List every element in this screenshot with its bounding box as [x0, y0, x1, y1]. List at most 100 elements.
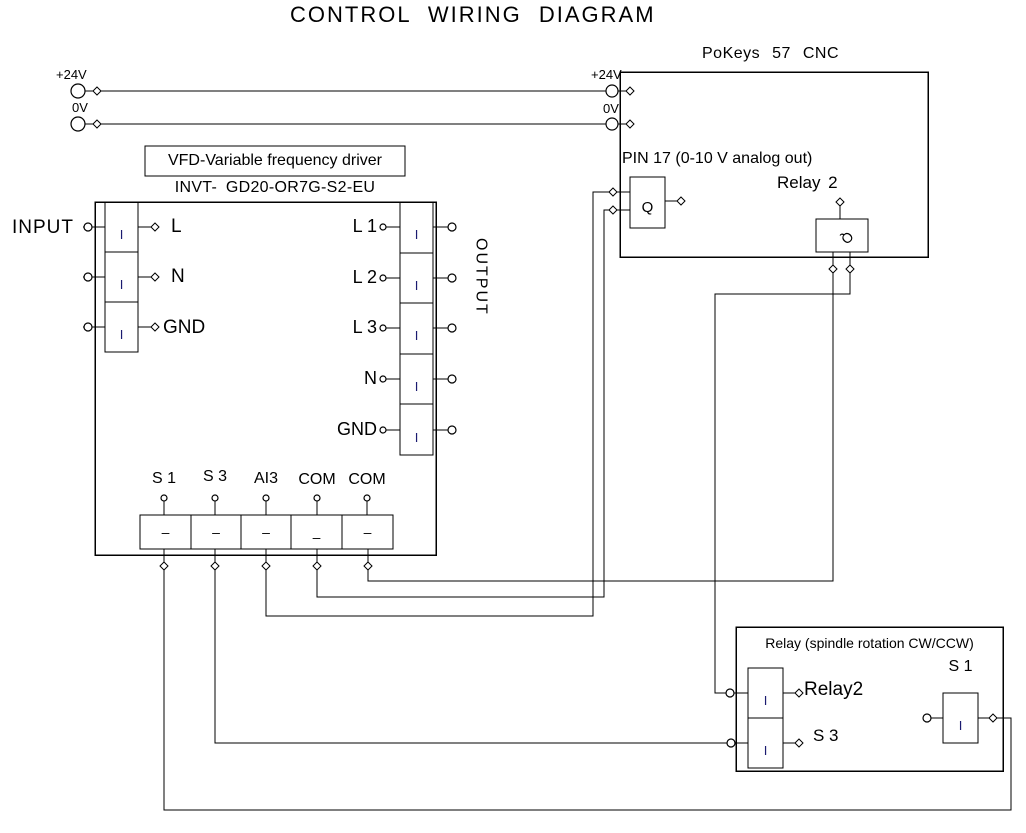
output-l3-left-terminal	[379, 324, 387, 332]
wire-ai3-to-pin17	[265, 191, 630, 617]
vfd-boxed-title: VFD-Variable frequency driver	[167, 152, 382, 169]
pokeys-box	[619, 71, 929, 258]
rail-0v-left-label: 0V	[72, 100, 88, 115]
output-l1-left-terminal	[379, 223, 387, 231]
control-s3-top-terminal	[211, 494, 219, 502]
rail-0v-right-diamond	[625, 119, 635, 129]
rail-24v-left-terminal	[70, 83, 86, 99]
control-top-pin-stubs	[163, 501, 368, 515]
rail-24v-right-terminal	[605, 84, 619, 98]
rail-0v-right-terminal	[605, 117, 619, 131]
relay2-label: Relay 2	[777, 173, 838, 192]
input-l-label: L	[171, 216, 182, 237]
control-com2-label: COM	[348, 471, 386, 488]
pin17-right-diamond	[676, 196, 686, 206]
control-com2-top-terminal	[363, 494, 371, 502]
control-s3-bottom-diamond	[210, 561, 220, 571]
output-n-right-terminal	[447, 374, 457, 384]
wire-com-to-relay2	[367, 252, 834, 582]
spindle-relay-title: Relay (spindle rotation CW/CCW)	[765, 635, 974, 651]
control-s1-top-terminal	[160, 494, 168, 502]
spindle-relay2-terminal-label: Relay2	[804, 679, 864, 700]
control-ai3-contact-dash: –	[262, 524, 270, 540]
relay2-bottom-left-diamond	[828, 264, 838, 274]
output-left-pin-stubs	[386, 226, 400, 431]
output-l2-contact-bar: I	[414, 278, 419, 293]
control-s1-bottom-diamond	[159, 561, 169, 571]
output-l3-right-terminal	[447, 323, 457, 333]
output-right-pin-stubs	[433, 226, 448, 431]
input-right-pin-stubs	[138, 226, 151, 328]
pokeys-title: PoKeys 57 CNC	[702, 45, 839, 62]
control-com1-contact-dash: –	[312, 529, 321, 545]
input-l-terminal	[83, 222, 93, 232]
output-gnd-left-terminal	[379, 426, 387, 434]
input-gnd-label: GND	[163, 317, 206, 338]
relay-s3-contact-bar: I	[763, 743, 768, 758]
control-com1-bottom-diamond	[312, 561, 322, 571]
relay-s1-contact-bar: I	[958, 718, 963, 733]
rail-24v-right-diamond	[625, 86, 635, 96]
spindle-s1-label: S 1	[948, 658, 973, 675]
vfd-title-frame	[144, 145, 406, 177]
control-ai3-bottom-diamond	[261, 561, 271, 571]
input-n-contact-bar: I	[119, 277, 124, 292]
rail-24v-left-diamond	[92, 86, 102, 96]
control-com2-bottom-diamond	[363, 561, 373, 571]
spindle-relay-box	[735, 626, 1004, 772]
relay2-top-diamond	[835, 197, 845, 207]
output-l3-contact-bar: I	[414, 328, 419, 343]
relay-relay2-contact-bar: I	[763, 693, 768, 708]
output-l2-label: L 2	[352, 267, 377, 287]
rail-0v-right-label: 0V	[603, 101, 619, 116]
control-ai3-label: AI3	[253, 470, 278, 487]
vfd-model: INVT- GD20-OR7G-S2-EU	[174, 179, 376, 196]
control-com1-top-terminal	[313, 494, 321, 502]
relay2-block	[815, 218, 869, 253]
input-gnd-diamond	[150, 322, 160, 332]
spindle-s3-terminal-label: S 3	[813, 726, 839, 745]
pin17-lower-diamond	[608, 205, 618, 215]
output-l1-right-terminal	[447, 222, 457, 232]
control-ai3-top-terminal	[262, 494, 270, 502]
rail-0v-left-diamond	[92, 119, 102, 129]
control-s1-label: S 1	[151, 470, 176, 487]
rail-0v-left-terminal	[70, 116, 86, 132]
output-l1-contact-bar: I	[414, 227, 419, 242]
output-l3-label: L 3	[352, 317, 377, 337]
output-n-contact-bar: I	[414, 379, 419, 394]
input-n-label: N	[171, 266, 185, 287]
relay-s3-left-terminal	[726, 738, 736, 748]
control-com2-contact-dash: –	[363, 524, 372, 540]
output-gnd-contact-bar: I	[414, 430, 419, 445]
relay-s3-right-diamond	[794, 738, 804, 748]
output-gnd-right-terminal	[447, 425, 457, 435]
relay-relay2-left-terminal	[725, 688, 735, 698]
relay-relay2-right-diamond	[794, 688, 804, 698]
input-n-terminal	[83, 272, 93, 282]
output-l1-label: L 1	[352, 216, 377, 236]
pin17-q-block	[629, 176, 666, 229]
output-n-left-terminal	[379, 375, 387, 383]
input-l-diamond	[150, 222, 160, 232]
pin17-upper-diamond	[608, 187, 618, 197]
input-l-contact-bar: I	[119, 227, 124, 242]
pin17-q-glyph: Q	[641, 199, 654, 216]
rail-24v-left-label: +24V	[56, 67, 87, 82]
vfd-output-label: OUTPUT	[472, 238, 490, 316]
output-l2-left-terminal	[379, 274, 387, 282]
vfd-input-label: INPUT	[12, 217, 74, 238]
input-n-diamond	[150, 272, 160, 282]
input-gnd-terminal	[83, 322, 93, 332]
rail-24v-right-label: +24V	[591, 67, 622, 82]
output-gnd-label: GND	[337, 419, 377, 439]
relay2-bottom-right-diamond	[845, 264, 855, 274]
output-l2-right-terminal	[447, 273, 457, 283]
input-gnd-contact-bar: I	[119, 327, 124, 342]
wire-s3-to-relay	[214, 549, 748, 744]
relay-s1-right-diamond	[988, 713, 998, 723]
relay-s1-left-terminal	[922, 713, 932, 723]
relay-right-pin-stubs	[783, 692, 795, 744]
